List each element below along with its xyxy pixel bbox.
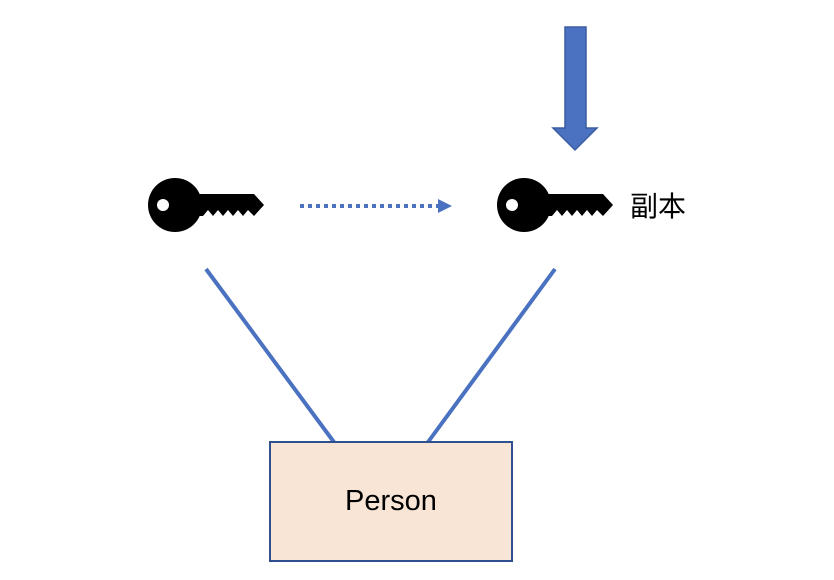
copy-arrow bbox=[300, 199, 452, 213]
reference-arrow-left bbox=[204, 267, 349, 462]
original-key-icon bbox=[148, 178, 264, 232]
person-label: Person bbox=[345, 485, 437, 517]
reference-arrow-right bbox=[413, 267, 557, 462]
copy-label: 副本 bbox=[630, 190, 687, 223]
person-box: Person bbox=[269, 441, 513, 562]
incoming-arrow bbox=[551, 26, 599, 152]
copied-key-icon bbox=[497, 178, 613, 232]
